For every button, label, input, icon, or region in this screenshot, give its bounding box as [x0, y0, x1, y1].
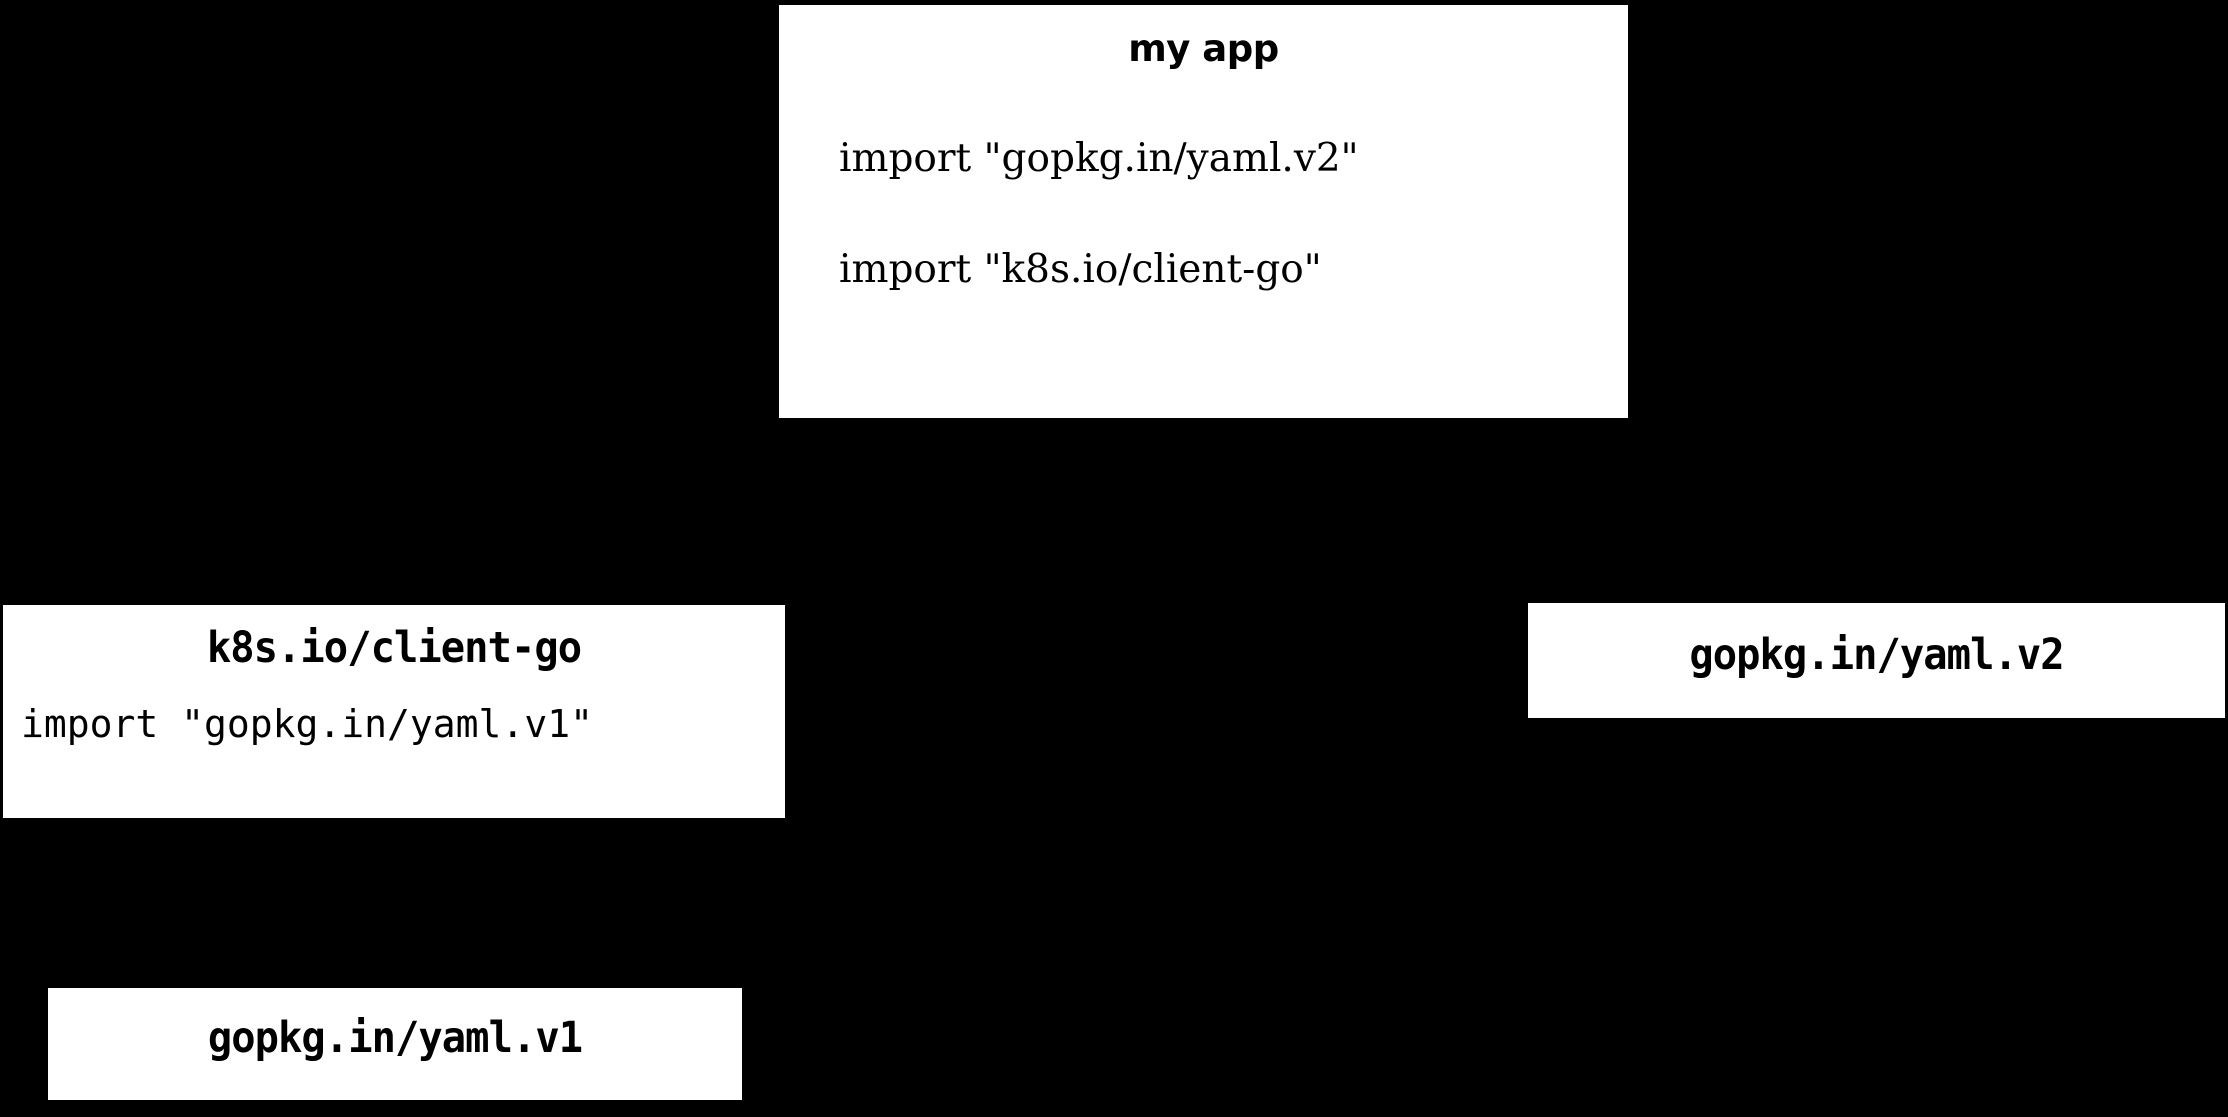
node-my-app-import-client-go: import "k8s.io/client-go": [839, 247, 1322, 292]
node-my-app-import-yaml-v2: import "gopkg.in/yaml.v2": [839, 136, 1359, 181]
node-k8s-io-client-go-title: k8s.io/client-go: [206, 623, 582, 673]
node-gopkg-in-yaml-v2[interactable]: gopkg.in/yaml.v2: [1528, 603, 2225, 718]
node-my-app-title: my app: [1128, 27, 1279, 70]
node-gopkg-in-yaml-v1[interactable]: gopkg.in/yaml.v1: [48, 988, 742, 1100]
node-gopkg-in-yaml-v2-title: gopkg.in/yaml.v2: [1689, 630, 2064, 680]
node-gopkg-in-yaml-v1-title: gopkg.in/yaml.v1: [207, 1013, 583, 1063]
node-my-app[interactable]: my app import "gopkg.in/yaml.v2" import …: [779, 5, 1628, 418]
node-k8s-io-client-go[interactable]: k8s.io/client-go import "gopkg.in/yaml.v…: [3, 605, 785, 818]
node-k8s-io-client-go-import-yaml-v1: import "gopkg.in/yaml.v1": [21, 702, 593, 746]
